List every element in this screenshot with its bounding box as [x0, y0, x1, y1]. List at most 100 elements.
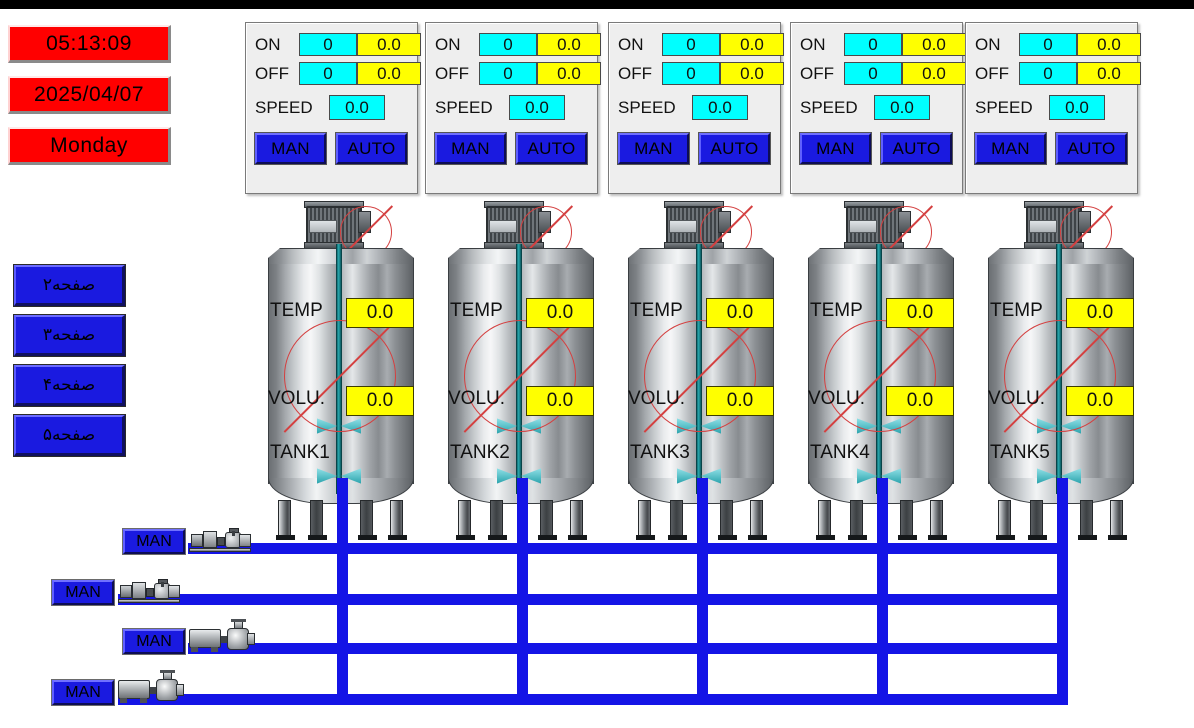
- on-label: ON: [618, 35, 644, 54]
- off-label: OFF: [435, 64, 469, 83]
- off-count-value: 0: [299, 62, 357, 85]
- vertical-pipe-1: [337, 478, 348, 705]
- mixer-shaft: [1056, 244, 1062, 494]
- horizontal-pipe-1: [188, 543, 1068, 554]
- on-time-value: 0.0: [537, 33, 601, 56]
- vertical-pipe-2: [517, 478, 528, 705]
- on-time-value: 0.0: [720, 33, 784, 56]
- mixer-shaft: [336, 244, 342, 494]
- tank-temp-label: TEMP: [630, 300, 683, 321]
- manual-mode-button[interactable]: MAN: [799, 132, 872, 165]
- mixer-impeller-upper-icon: [317, 416, 361, 436]
- tank-volume-value: 0.0: [706, 386, 774, 416]
- off-time-value: 0.0: [1077, 62, 1141, 85]
- on-count-value: 0: [1019, 33, 1077, 56]
- mixer-impeller-upper-icon: [497, 416, 541, 436]
- mixer-motor-icon: [302, 200, 392, 258]
- on-time-value: 0.0: [357, 33, 421, 56]
- auto-mode-button[interactable]: AUTO: [880, 132, 953, 165]
- manual-mode-button[interactable]: MAN: [617, 132, 690, 165]
- speed-label: SPEED: [618, 98, 676, 117]
- manual-mode-button[interactable]: MAN: [974, 132, 1047, 165]
- pump-1-mode-button[interactable]: MAN: [122, 528, 186, 555]
- tank-volume-value: 0.0: [526, 386, 594, 416]
- on-label: ON: [975, 35, 1001, 54]
- clock-date-display: 2025/04/07: [8, 76, 171, 114]
- pump-3-mode-button[interactable]: MAN: [122, 628, 186, 655]
- on-count-value: 0: [662, 33, 720, 56]
- mixer-motor-icon: [1022, 200, 1112, 258]
- tank-temp-value: 0.0: [1066, 298, 1134, 328]
- vertical-pipe-5: [1057, 478, 1068, 705]
- mixer-impeller-upper-icon: [677, 416, 721, 436]
- off-count-value: 0: [844, 62, 902, 85]
- on-time-value: 0.0: [1077, 33, 1141, 56]
- manual-mode-button[interactable]: MAN: [434, 132, 507, 165]
- pump-4-mode-button[interactable]: MAN: [51, 679, 115, 706]
- mixer-motor-icon: [662, 200, 752, 258]
- tank-volume-label: VOLU.: [268, 388, 326, 409]
- tank-name-label: TANK2: [450, 442, 510, 463]
- tank-temp-value: 0.0: [526, 298, 594, 328]
- tank-volume-label: VOLU.: [988, 388, 1046, 409]
- tank-volume-value: 0.0: [886, 386, 954, 416]
- pump-1-icon: [189, 522, 257, 552]
- auto-mode-button[interactable]: AUTO: [1055, 132, 1128, 165]
- on-label: ON: [435, 35, 461, 54]
- speed-value: 0.0: [1049, 95, 1105, 120]
- tank-volume-label: VOLU.: [448, 388, 506, 409]
- off-count-value: 0: [479, 62, 537, 85]
- pump-3-icon: [189, 619, 257, 652]
- speed-value: 0.0: [692, 95, 748, 120]
- pump-2-mode-button[interactable]: MAN: [51, 579, 115, 606]
- nav-button-page2[interactable]: صفحه۲: [13, 264, 126, 307]
- horizontal-pipe-3: [188, 643, 1068, 654]
- speed-value: 0.0: [329, 95, 385, 120]
- tank-temp-value: 0.0: [346, 298, 414, 328]
- off-label: OFF: [255, 64, 289, 83]
- tank-temp-value: 0.0: [706, 298, 774, 328]
- mixer-shaft: [696, 244, 702, 494]
- tank-volume-label: VOLU.: [628, 388, 686, 409]
- mixer-motor-icon: [842, 200, 932, 258]
- vertical-pipe-3: [697, 478, 708, 705]
- horizontal-pipe-2: [118, 594, 1068, 605]
- on-label: ON: [800, 35, 826, 54]
- nav-button-page3[interactable]: صفحه۳: [13, 314, 126, 357]
- mixer-motor-icon: [482, 200, 572, 258]
- nav-button-page4[interactable]: صفحه۴: [13, 364, 126, 407]
- clock-time-display: 05:13:09: [8, 25, 171, 63]
- manual-mode-button[interactable]: MAN: [254, 132, 327, 165]
- tank-name-label: TANK3: [630, 442, 690, 463]
- clock-day-display: Monday: [8, 127, 171, 165]
- tank-name-label: TANK4: [810, 442, 870, 463]
- tank-volume-value: 0.0: [346, 386, 414, 416]
- speed-label: SPEED: [975, 98, 1033, 117]
- on-label: ON: [255, 35, 281, 54]
- on-time-value: 0.0: [902, 33, 966, 56]
- nav-button-page5[interactable]: صفحه۵: [13, 414, 126, 457]
- tank-volume-label: VOLU.: [808, 388, 866, 409]
- on-count-value: 0: [844, 33, 902, 56]
- tank-name-label: TANK5: [990, 442, 1050, 463]
- speed-label: SPEED: [435, 98, 493, 117]
- auto-mode-button[interactable]: AUTO: [698, 132, 771, 165]
- off-label: OFF: [800, 64, 834, 83]
- auto-mode-button[interactable]: AUTO: [335, 132, 408, 165]
- off-time-value: 0.0: [720, 62, 784, 85]
- mixer-shaft: [876, 244, 882, 494]
- auto-mode-button[interactable]: AUTO: [515, 132, 588, 165]
- horizontal-pipe-4: [118, 694, 1068, 705]
- mixer-impeller-upper-icon: [857, 416, 901, 436]
- pump-4-icon: [118, 670, 186, 703]
- on-count-value: 0: [299, 33, 357, 56]
- mixer-impeller-upper-icon: [1037, 416, 1081, 436]
- mixer-shaft: [516, 244, 522, 494]
- on-count-value: 0: [479, 33, 537, 56]
- tank-temp-label: TEMP: [990, 300, 1043, 321]
- off-count-value: 0: [662, 62, 720, 85]
